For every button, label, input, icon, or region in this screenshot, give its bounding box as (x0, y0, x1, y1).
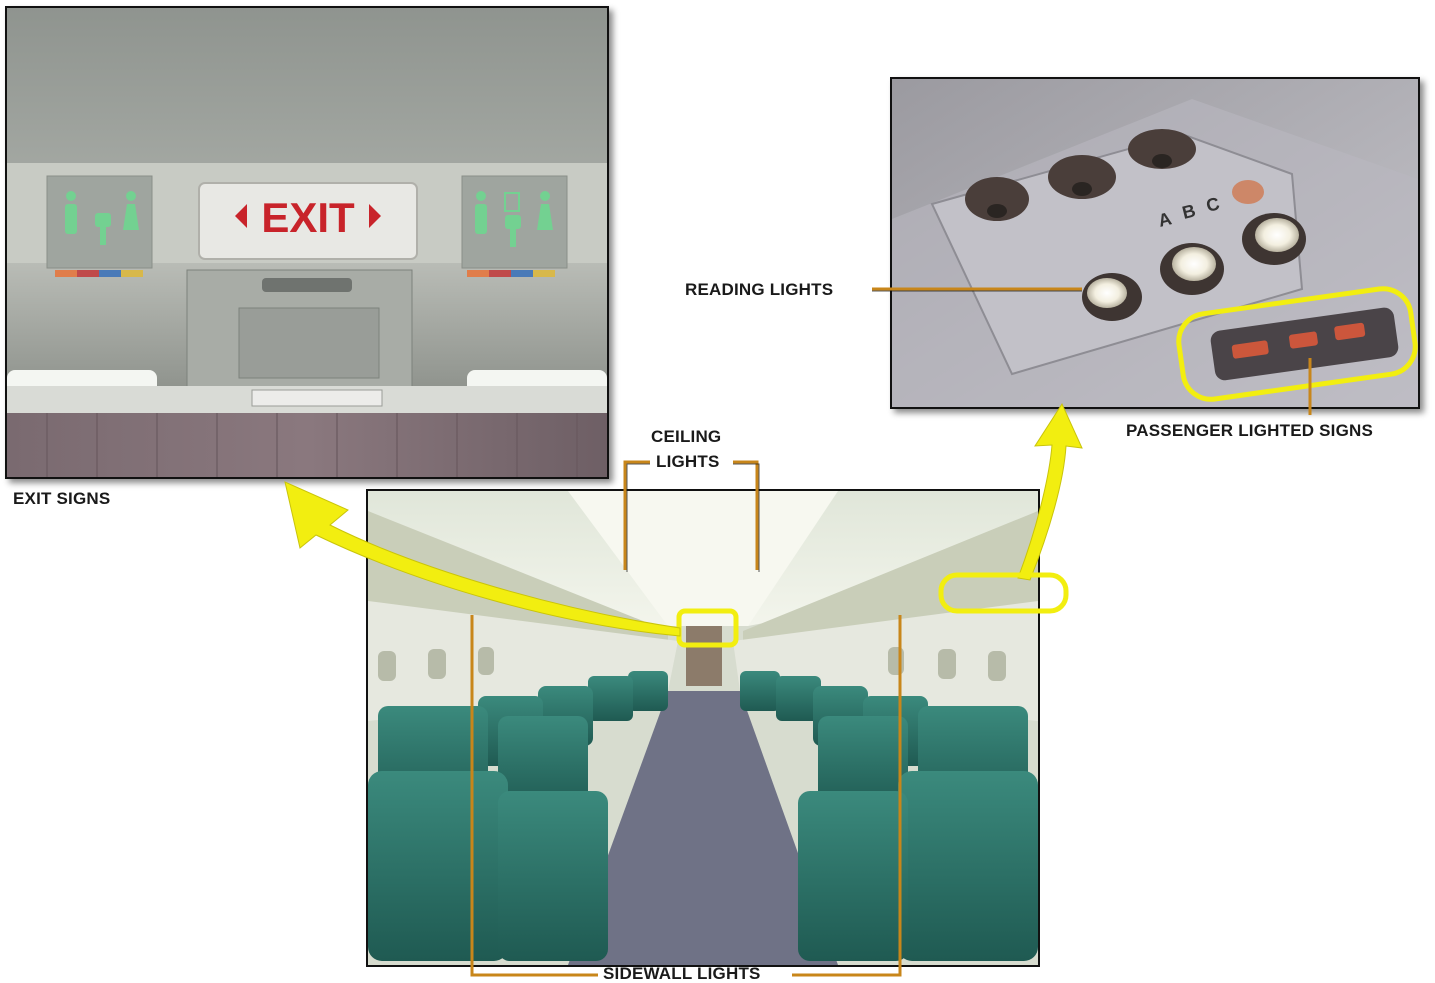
arrow-to-reading-lights (1017, 402, 1083, 581)
psu-photo-art: A B C (892, 79, 1418, 407)
arrow-to-exit-signs (284, 481, 681, 637)
lavatory-icon (65, 191, 139, 245)
seat-rows-right (740, 671, 1038, 961)
ceiling-lights-label-line1: CEILING (651, 427, 722, 446)
exit-sign (198, 182, 418, 260)
cabin-interior-photo (366, 489, 1040, 967)
reading-lights-label: READING LIGHTS (685, 280, 834, 299)
ceiling-lights-label-line2: LIGHTS (656, 452, 720, 471)
seat-letter-c: C (1204, 193, 1221, 216)
passenger-lighted-signs-highlight (1176, 286, 1418, 402)
seat-letter-b: B (1180, 200, 1197, 223)
passenger-service-unit-photo: A B C (890, 77, 1420, 409)
exit-signs-photo-art: EXIT (7, 8, 607, 477)
air-vent (965, 129, 1196, 221)
exit-sign-text: EXIT (261, 194, 355, 241)
indicator-strip (55, 270, 555, 277)
lavatory-icon (475, 191, 553, 247)
cabin-photo-art (368, 491, 1038, 965)
sidewall-lights-label: SIDEWALL LIGHTS (603, 964, 761, 983)
seat-letter-a: A (1156, 208, 1173, 231)
callout-lines (470, 287, 1312, 977)
forward-bulkhead (686, 626, 722, 686)
exit-signs-label: EXIT SIGNS (13, 489, 111, 508)
passenger-lighted-signs-label: PASSENGER LIGHTED SIGNS (1126, 421, 1374, 440)
reading-light-lamp (1082, 213, 1306, 321)
exit-signs-photo: EXIT (5, 6, 609, 479)
psu-highlight (938, 572, 1069, 614)
